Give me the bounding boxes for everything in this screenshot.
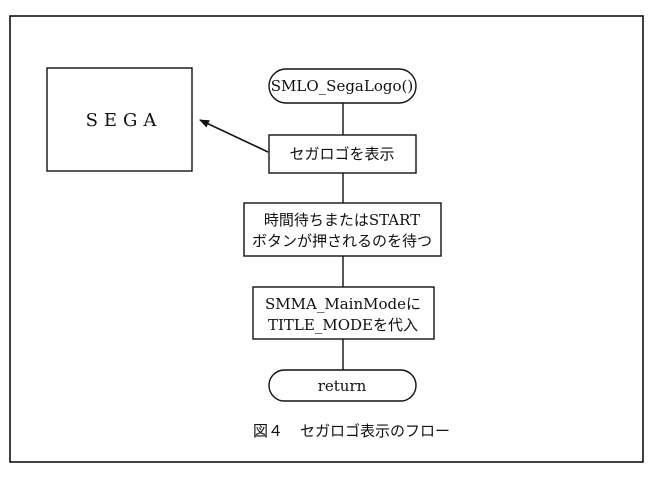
sega-logo-text: SEGA	[86, 110, 163, 131]
end-terminator	[268, 369, 417, 402]
arrow-to-sega-screen	[199, 119, 269, 153]
start-label: SMLO_SegaLogo()	[271, 77, 413, 95]
step-assign-mode-line2: TITLE_MODEを代入	[268, 316, 418, 334]
step-show-logo-label: セガロゴを表示	[289, 145, 394, 163]
step-assign-mode	[252, 286, 435, 340]
figure-frame	[9, 15, 644, 463]
step-wait-start	[243, 202, 442, 257]
sega-screen-box	[46, 67, 193, 172]
start-terminator	[268, 68, 417, 104]
step-assign-mode-line1: SMMA_MainModeに	[265, 295, 421, 313]
step-wait-start-line2: ボタンが押されるのを待つ	[252, 232, 432, 250]
step-show-logo	[268, 134, 417, 174]
figure-title: セガロゴ表示のフロー	[300, 422, 450, 440]
step-wait-start-line1: 時間待ちまたはSTART	[264, 211, 420, 229]
figure-number: 図４	[253, 422, 283, 440]
end-label: return	[318, 377, 367, 395]
